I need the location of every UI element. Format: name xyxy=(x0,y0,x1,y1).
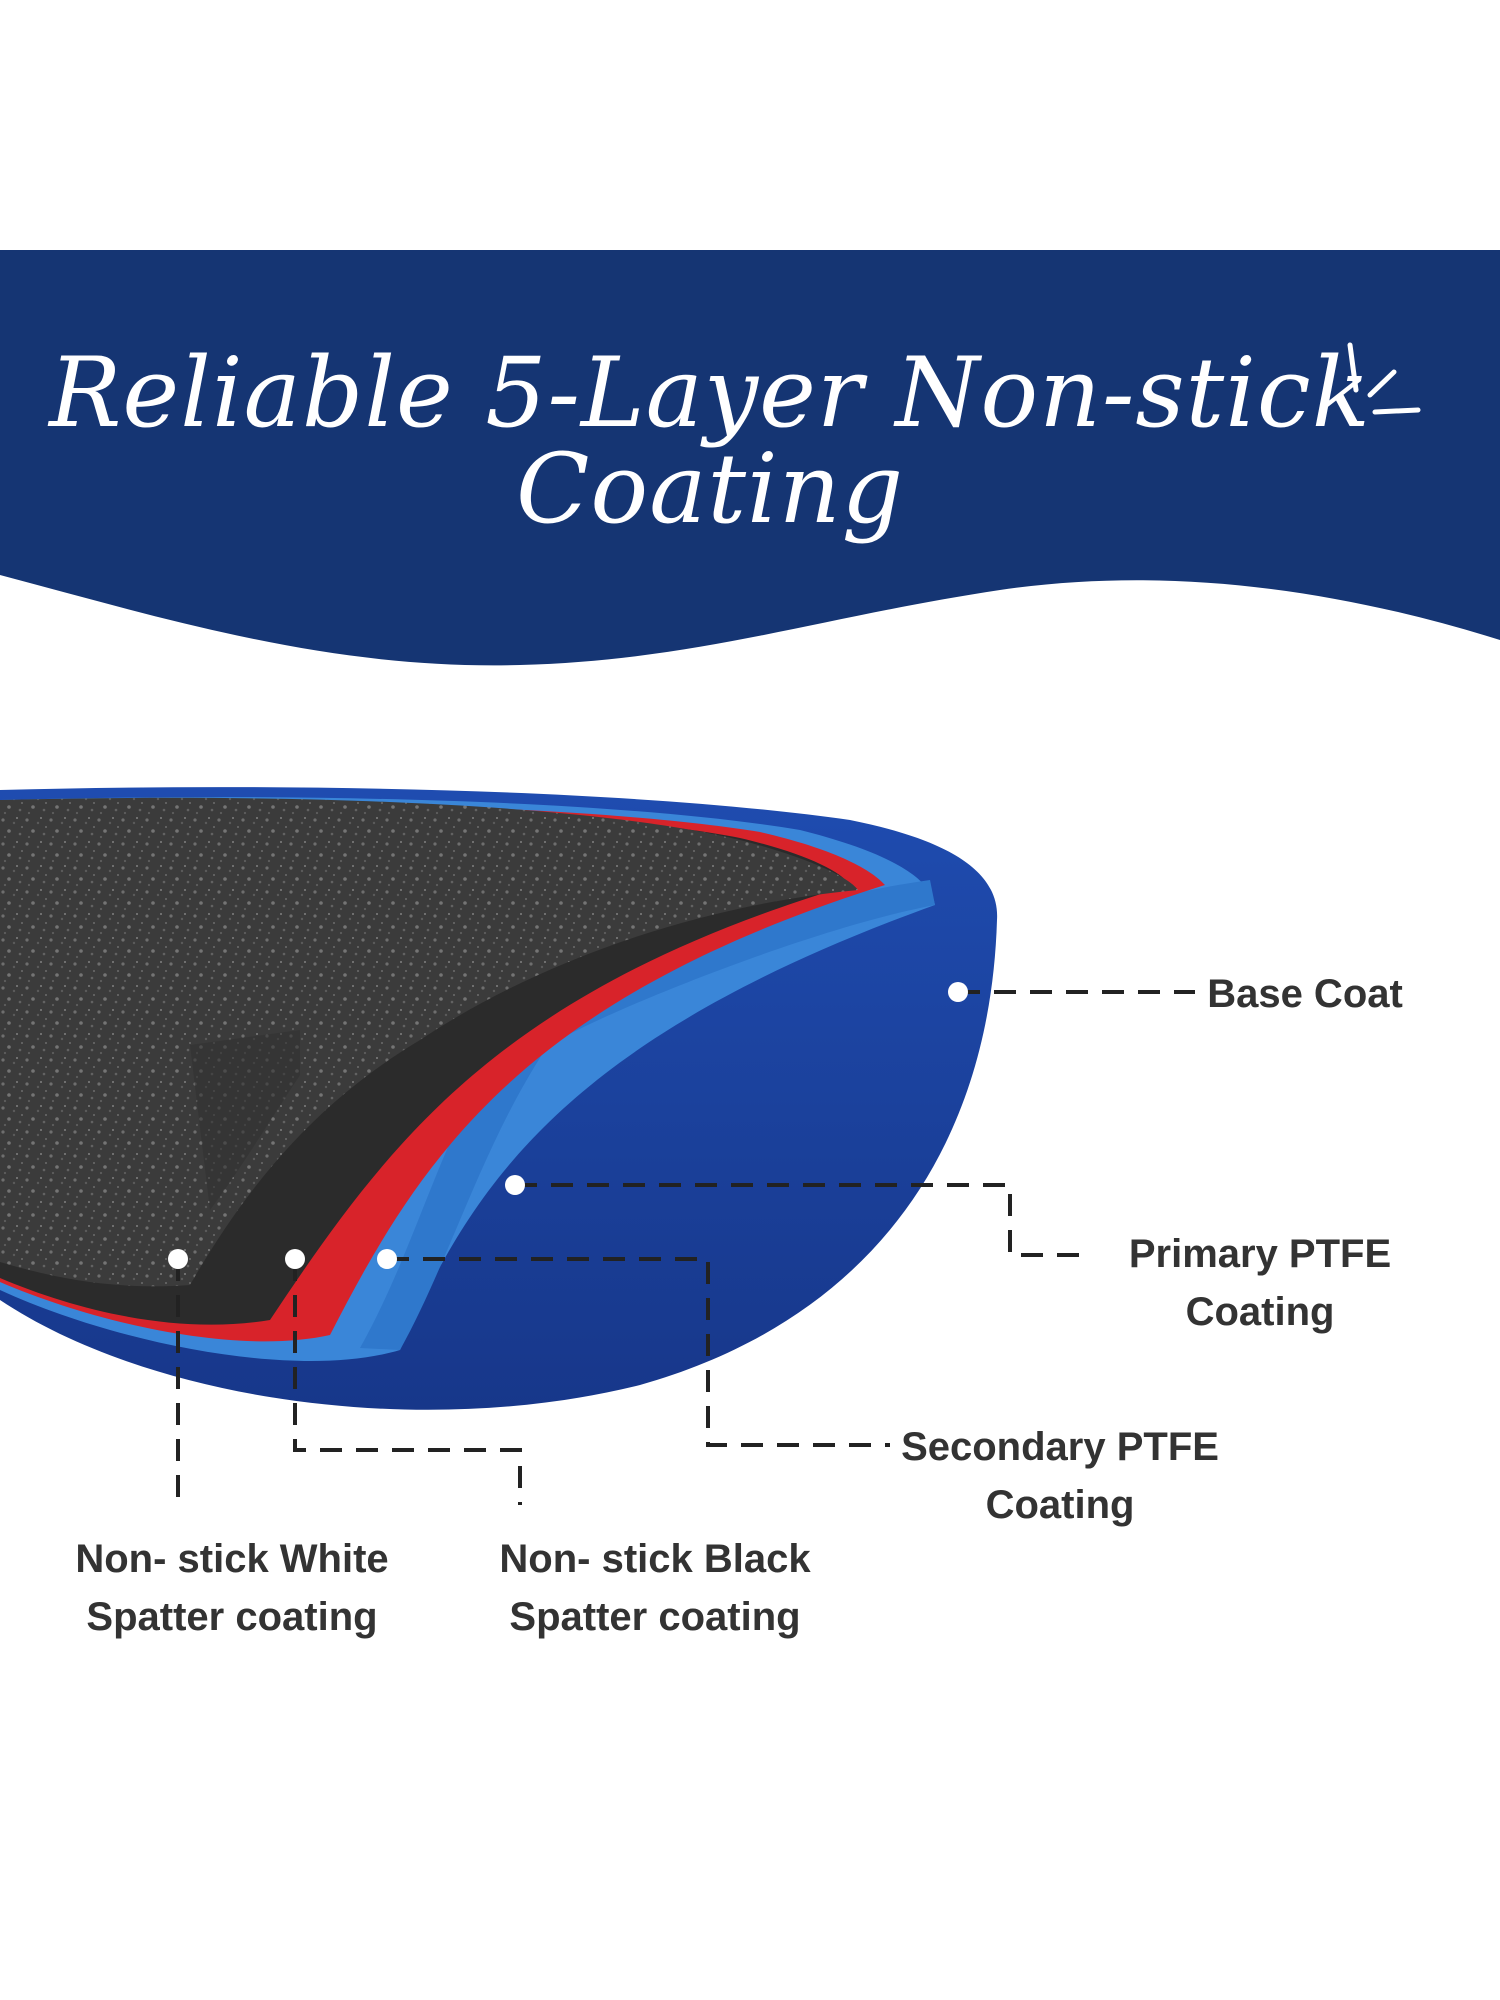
marker-primary-ptfe xyxy=(505,1175,525,1195)
label-line: Secondary PTFE xyxy=(901,1425,1219,1469)
label-line: Spatter coating xyxy=(86,1595,378,1639)
label-line: Primary PTFE xyxy=(1128,1232,1392,1276)
marker-white-spatter xyxy=(168,1249,188,1269)
label-white-spatter: Non- stick White Spatter coating xyxy=(62,1530,402,1646)
label-line: Coating xyxy=(1185,1290,1335,1334)
label-primary-ptfe: Primary PTFE Coating xyxy=(1100,1225,1420,1341)
title-banner xyxy=(0,250,1500,666)
label-line: Coating xyxy=(985,1483,1135,1527)
marker-dots xyxy=(168,982,968,1269)
marker-black-spatter xyxy=(285,1249,305,1269)
marker-base-coat xyxy=(948,982,968,1002)
label-line: Base Coat xyxy=(1207,972,1403,1016)
leader-lines xyxy=(176,990,1195,1505)
label-black-spatter: Non- stick Black Spatter coating xyxy=(485,1530,825,1646)
page-title: Reliable 5-Layer Non-stick Coating xyxy=(49,337,1371,545)
sparkle-icon xyxy=(1347,342,1421,415)
label-base-coat: Base Coat xyxy=(1200,965,1410,1023)
label-line: Non- stick Black xyxy=(499,1537,811,1581)
label-line: Spatter coating xyxy=(509,1595,801,1639)
label-line: Non- stick White xyxy=(75,1537,389,1581)
marker-secondary-ptfe xyxy=(377,1249,397,1269)
label-secondary-ptfe: Secondary PTFE Coating xyxy=(890,1418,1230,1534)
